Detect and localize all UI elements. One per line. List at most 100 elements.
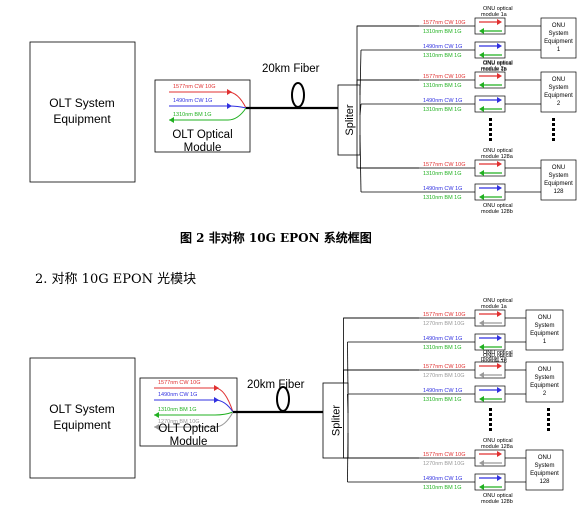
d2-ellipsis-dot [547, 408, 550, 411]
d2-onu-wavelength-label: 1490nm CW 1G [423, 476, 462, 482]
d1-onu-module-a-label-2: module 1a [481, 12, 508, 18]
d2-onu-equipment-label: Equipment [530, 471, 559, 477]
d2-olt-optical-box [139, 377, 238, 447]
d1-onu-wavelength-label: 1310nm BM 1G [423, 171, 462, 177]
d1-splitter-box [337, 84, 361, 156]
d2-onu-module-a-label-2: module 2a [481, 356, 508, 362]
d1-onu-arrow-head [497, 161, 502, 167]
d1-fiber-label: 20km Fiber [262, 63, 320, 75]
d2-onu-equipment-label: System [534, 463, 554, 469]
d2-feeder-diag [347, 341, 349, 394]
d1-feeder-diag [359, 49, 362, 96]
d2-onu-module-b-label-2: module 128b [481, 499, 513, 505]
d2-olt-wavelength-label: 1577nm CW 10G [158, 380, 201, 386]
d2-olt-arrow [154, 424, 159, 430]
d2-feeder-diag [347, 432, 349, 483]
d2-feeder-diag [347, 393, 349, 414]
d2-onu-wavelength-label: 1270nm BM 10G [423, 321, 465, 327]
d2-fiber-loop-icon [276, 386, 290, 412]
d2-onu-wavelength-label: 1577nm CW 10G [423, 452, 466, 458]
d2-olt-wavelength-label: 1270nm BM 10G [158, 419, 200, 425]
d2-onu-wavelength-label: 1577nm CW 10G [423, 364, 466, 370]
d1-olt-optical-label: OLT Optical [172, 129, 232, 141]
d2-olt-system-label-2: Equipment [53, 418, 111, 432]
d2-onu-arrow-head [497, 387, 502, 393]
d2-onu-arrow-head [497, 475, 502, 481]
d2-onu-arrow-head [497, 335, 502, 341]
d1-onu-arrow-head [497, 43, 502, 49]
d2-onu-arrow-head [479, 484, 484, 490]
d1-ellipsis-dot [552, 133, 555, 136]
d1-onu-module-b-label-2: module 128b [481, 209, 513, 215]
d1-onu-arrow-head [479, 194, 484, 200]
d2-olt-wavelength-label: 1310nm BM 1G [158, 407, 197, 413]
d2-onu-equipment-label: 1 [543, 339, 547, 345]
d2-onu-wavelength-label: 1270nm BM 10G [423, 373, 465, 379]
d2-feeder-line [343, 317, 419, 383]
figure-caption: 图 2 非对称 10G EPON 系统框图 [180, 231, 372, 245]
d2-onu-equipment-label: ONU [538, 367, 551, 373]
d1-onu-wavelength-label: 1310nm BM 1G [423, 53, 462, 59]
d1-onu-equipment-box [540, 71, 577, 113]
d1-feeder-line [356, 25, 419, 85]
d1-ellipsis-dot [552, 118, 555, 121]
d2-olt-arrow [214, 385, 219, 391]
d1-feeder-diag [359, 103, 362, 116]
d1-onu-equipment-label: Equipment [544, 181, 573, 187]
d1-onu-arrow-head [497, 19, 502, 25]
d1-olt-system-label: OLT System [49, 96, 115, 110]
d2-onu-wavelength-label: 1310nm BM 1G [423, 485, 462, 491]
d2-ellipsis-dot [547, 428, 550, 431]
d2-onu-arrow-head [479, 396, 484, 402]
d1-onu-wavelength-label: 1490nm CW 1G [423, 186, 462, 192]
d1-onu-equipment-label: System [548, 173, 568, 179]
d1-onu-equipment-box [540, 159, 577, 201]
d1-onu-module-b-label-2: module 1b [481, 67, 507, 73]
d2-olt-optical-label: OLT Optical [158, 423, 218, 435]
d1-onu-equipment-box [540, 17, 577, 59]
d1-ellipsis-dot [552, 123, 555, 126]
d1-onu-wavelength-label: 1310nm BM 1G [423, 195, 462, 201]
d1-onu-module-a [474, 159, 506, 177]
d1-olt-arrow [169, 117, 174, 123]
d1-onu-arrow-head [479, 82, 484, 88]
d1-feeder-line [356, 79, 419, 85]
d2-ellipsis-dot [489, 408, 492, 411]
d2-olt-system-box [29, 357, 136, 479]
d2-onu-equipment-label: 2 [543, 391, 547, 397]
d1-onu-equipment-label: ONU [552, 77, 565, 83]
d1-onu-arrow-head [497, 185, 502, 191]
d1-olt-wavelength-label: 1577nm CW 10G [173, 84, 216, 90]
d2-olt-wavelength-label: 1490nm CW 1G [158, 392, 197, 398]
d1-onu-arrow-head [479, 28, 484, 34]
d2-onu-arrow-head [479, 344, 484, 350]
d2-onu-equipment-box [525, 361, 564, 403]
d2-ellipsis-dot [547, 423, 550, 426]
d1-onu-equipment-label: System [548, 85, 568, 91]
d2-olt-arrow [214, 397, 219, 403]
d2-ellipsis-dot [547, 418, 550, 421]
d1-feeder-diag [359, 134, 362, 193]
d2-onu-equipment-label: ONU [538, 315, 551, 321]
d1-onu-equipment-label: System [548, 31, 568, 37]
d2-olt-arrow [154, 412, 159, 418]
d2-onu-arrow-head [497, 451, 502, 457]
d1-olt-wavelength-path [169, 107, 247, 121]
d2-ellipsis-dot [489, 428, 492, 431]
d1-splitter-label: Spliter [344, 104, 356, 136]
d1-onu-wavelength-label: 1577nm CW 10G [423, 162, 466, 168]
d1-onu-equipment-label: ONU [552, 165, 565, 171]
section-heading: 2. 对称 10G EPON 光模块 [35, 272, 197, 287]
d1-ellipsis-dot [489, 133, 492, 136]
d2-onu-equipment-box [525, 449, 564, 491]
d1-onu-wavelength-label: 1577nm CW 10G [423, 20, 466, 26]
d2-onu-wavelength-label: 1490nm CW 1G [423, 336, 462, 342]
d2-onu-equipment-label: ONU [538, 455, 551, 461]
d1-onu-equipment-label: Equipment [544, 39, 573, 45]
d1-ellipsis-dot [489, 118, 492, 121]
d2-onu-arrow-head [497, 363, 502, 369]
d2-fiber-label: 20km Fiber [247, 379, 305, 391]
d2-onu-module-b-label: ONU optical [483, 493, 513, 499]
d1-olt-wavelength-label: 1490nm CW 1G [173, 98, 212, 104]
d1-onu-module-a-label: ONU optical [483, 148, 513, 154]
